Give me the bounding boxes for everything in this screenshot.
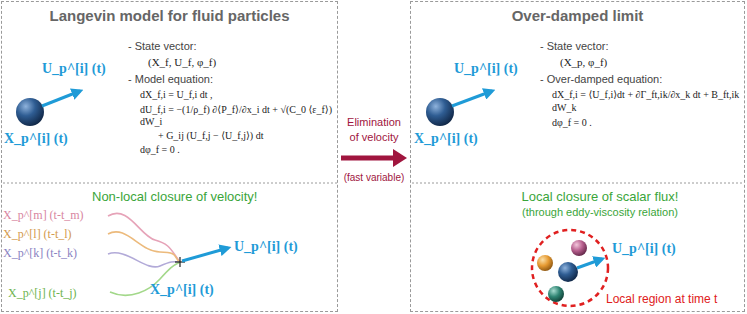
equation: dφ_f = 0 . [140, 144, 180, 157]
velocity-arrow [577, 259, 602, 268]
position-label: X_p^[i] (t) [4, 130, 68, 148]
equation: dU_f,i = −(1/ρ_f) ∂⟨P_f⟩/∂x_i dt + √(C_0… [140, 104, 335, 129]
cross-mark [179, 257, 180, 267]
velocity-arrow [182, 248, 228, 261]
label-holder: X_p^[i] (t) [414, 130, 478, 148]
particle-ball [426, 98, 454, 126]
particle-ball [16, 98, 44, 126]
label-holder: dU_f,i = −(1/ρ_f) ∂⟨P_f⟩/∂x_i dt + √(C_0… [140, 104, 335, 129]
bullet-text: - State vector: [540, 40, 608, 54]
vector-label: U_p^[i] (t) [454, 60, 518, 78]
closure-note: Non-local closure of velocity! [92, 189, 257, 205]
label-holder: X_p^[j] (t-t_j) [8, 286, 77, 301]
label-holder: U_p^[i] (t) [612, 240, 676, 258]
trajectory-label: X_p^[j] (t-t_j) [8, 286, 77, 301]
particle-ball [548, 286, 564, 302]
trajectory-curve [108, 232, 180, 262]
position-label: X_p^[i] (t) [414, 130, 478, 148]
bullet-text: - Over-damped equation: [540, 73, 662, 87]
closure-note: (through eddy-viscosity relation) [522, 206, 678, 220]
trajectory-curve [108, 253, 180, 267]
particle-ball [571, 240, 587, 256]
label-holder: (X_f, U_f, φ_f) [148, 56, 216, 70]
bullet-text: - State vector: [128, 40, 196, 54]
velocity-arrow [452, 91, 492, 106]
label-holder: Non-local closure of velocity! [92, 189, 257, 205]
equation: dX_f,i = ⟨U_f,i⟩dt + ∂Γ_ft,ik/∂x_k dt + … [552, 89, 740, 114]
label-holder: - State vector: [540, 40, 608, 54]
label-holder: - State vector: [128, 40, 196, 54]
panel-title: Langevin model for fluid particles [2, 2, 337, 24]
label-holder: - Model equation: [128, 73, 213, 87]
label-holder: (X_p, φ_f) [560, 56, 607, 70]
arrow-label: Elimination of velocity [342, 115, 406, 144]
vector-label: U_p^[i] (t) [612, 240, 676, 258]
vector-label: U_p^[i] (t) [234, 238, 298, 256]
particle-ball [537, 255, 553, 271]
state-vector: (X_p, φ_f) [560, 56, 607, 70]
flow-arrow [341, 149, 407, 167]
trajectory-label: X_p^[l] (t-t_l) [3, 227, 72, 242]
label-holder: - Over-damped equation: [540, 73, 662, 87]
label-holder: X_p^[i] (t) [4, 130, 68, 148]
region-label: Local region at time t [606, 292, 717, 307]
trajectory-label: X_p^[k] (t-t_k) [3, 246, 77, 261]
trajectory-label: X_p^[m] (t-t_m) [3, 208, 84, 223]
label-holder: X_p^[k] (t-t_k) [3, 246, 77, 261]
equation: + G_ij (U_f,j − ⟨U_f,j⟩) dt [158, 130, 263, 143]
panel-title: Over-damped limit [411, 2, 744, 24]
arrow-head [393, 149, 407, 167]
label-holder: (fast variable) [340, 172, 408, 185]
local-region-circle [532, 230, 608, 306]
label-holder: dX_f,i = ⟨U_f,i⟩dt + ∂Γ_ft,ik/∂x_k dt + … [552, 89, 740, 114]
velocity-arrow [42, 91, 80, 106]
label-holder: X_p^[l] (t-t_l) [3, 227, 72, 242]
label-holder: U_p^[i] (t) [234, 238, 298, 256]
trajectory-curve [108, 213, 180, 262]
label-holder: Local region at time t [606, 292, 717, 307]
label-holder: X_p^[m] (t-t_m) [3, 208, 84, 223]
label-holder: + G_ij (U_f,j − ⟨U_f,j⟩) dt [158, 130, 263, 143]
particle-ball [558, 262, 578, 282]
label-holder: (through eddy-viscosity relation) [522, 206, 678, 220]
bullet-text: - Model equation: [128, 73, 213, 87]
separator-line [3, 183, 337, 184]
label-holder: Local closure of scalar flux! [522, 189, 679, 205]
closure-note: Local closure of scalar flux! [522, 189, 679, 205]
arrow-note: (fast variable) [340, 172, 408, 185]
label-holder: U_p^[i] (t) [454, 60, 518, 78]
equation: dφ_f = 0 . [552, 117, 592, 130]
label-holder: dX_f,i = U_f,i dt , [140, 89, 213, 102]
state-vector: (X_f, U_f, φ_f) [148, 56, 216, 70]
label-holder: U_p^[i] (t) [42, 60, 106, 78]
label-holder: Elimination of velocity [342, 115, 406, 144]
separator-line [412, 183, 744, 184]
equation: dX_f,i = U_f,i dt , [140, 89, 213, 102]
label-holder: dφ_f = 0 . [552, 117, 592, 130]
position-label: X_p^[i] (t) [150, 281, 214, 299]
vector-label: U_p^[i] (t) [42, 60, 106, 78]
label-holder: X_p^[i] (t) [150, 281, 214, 299]
label-holder: dφ_f = 0 . [140, 144, 180, 157]
arrow-shaft [341, 156, 395, 161]
